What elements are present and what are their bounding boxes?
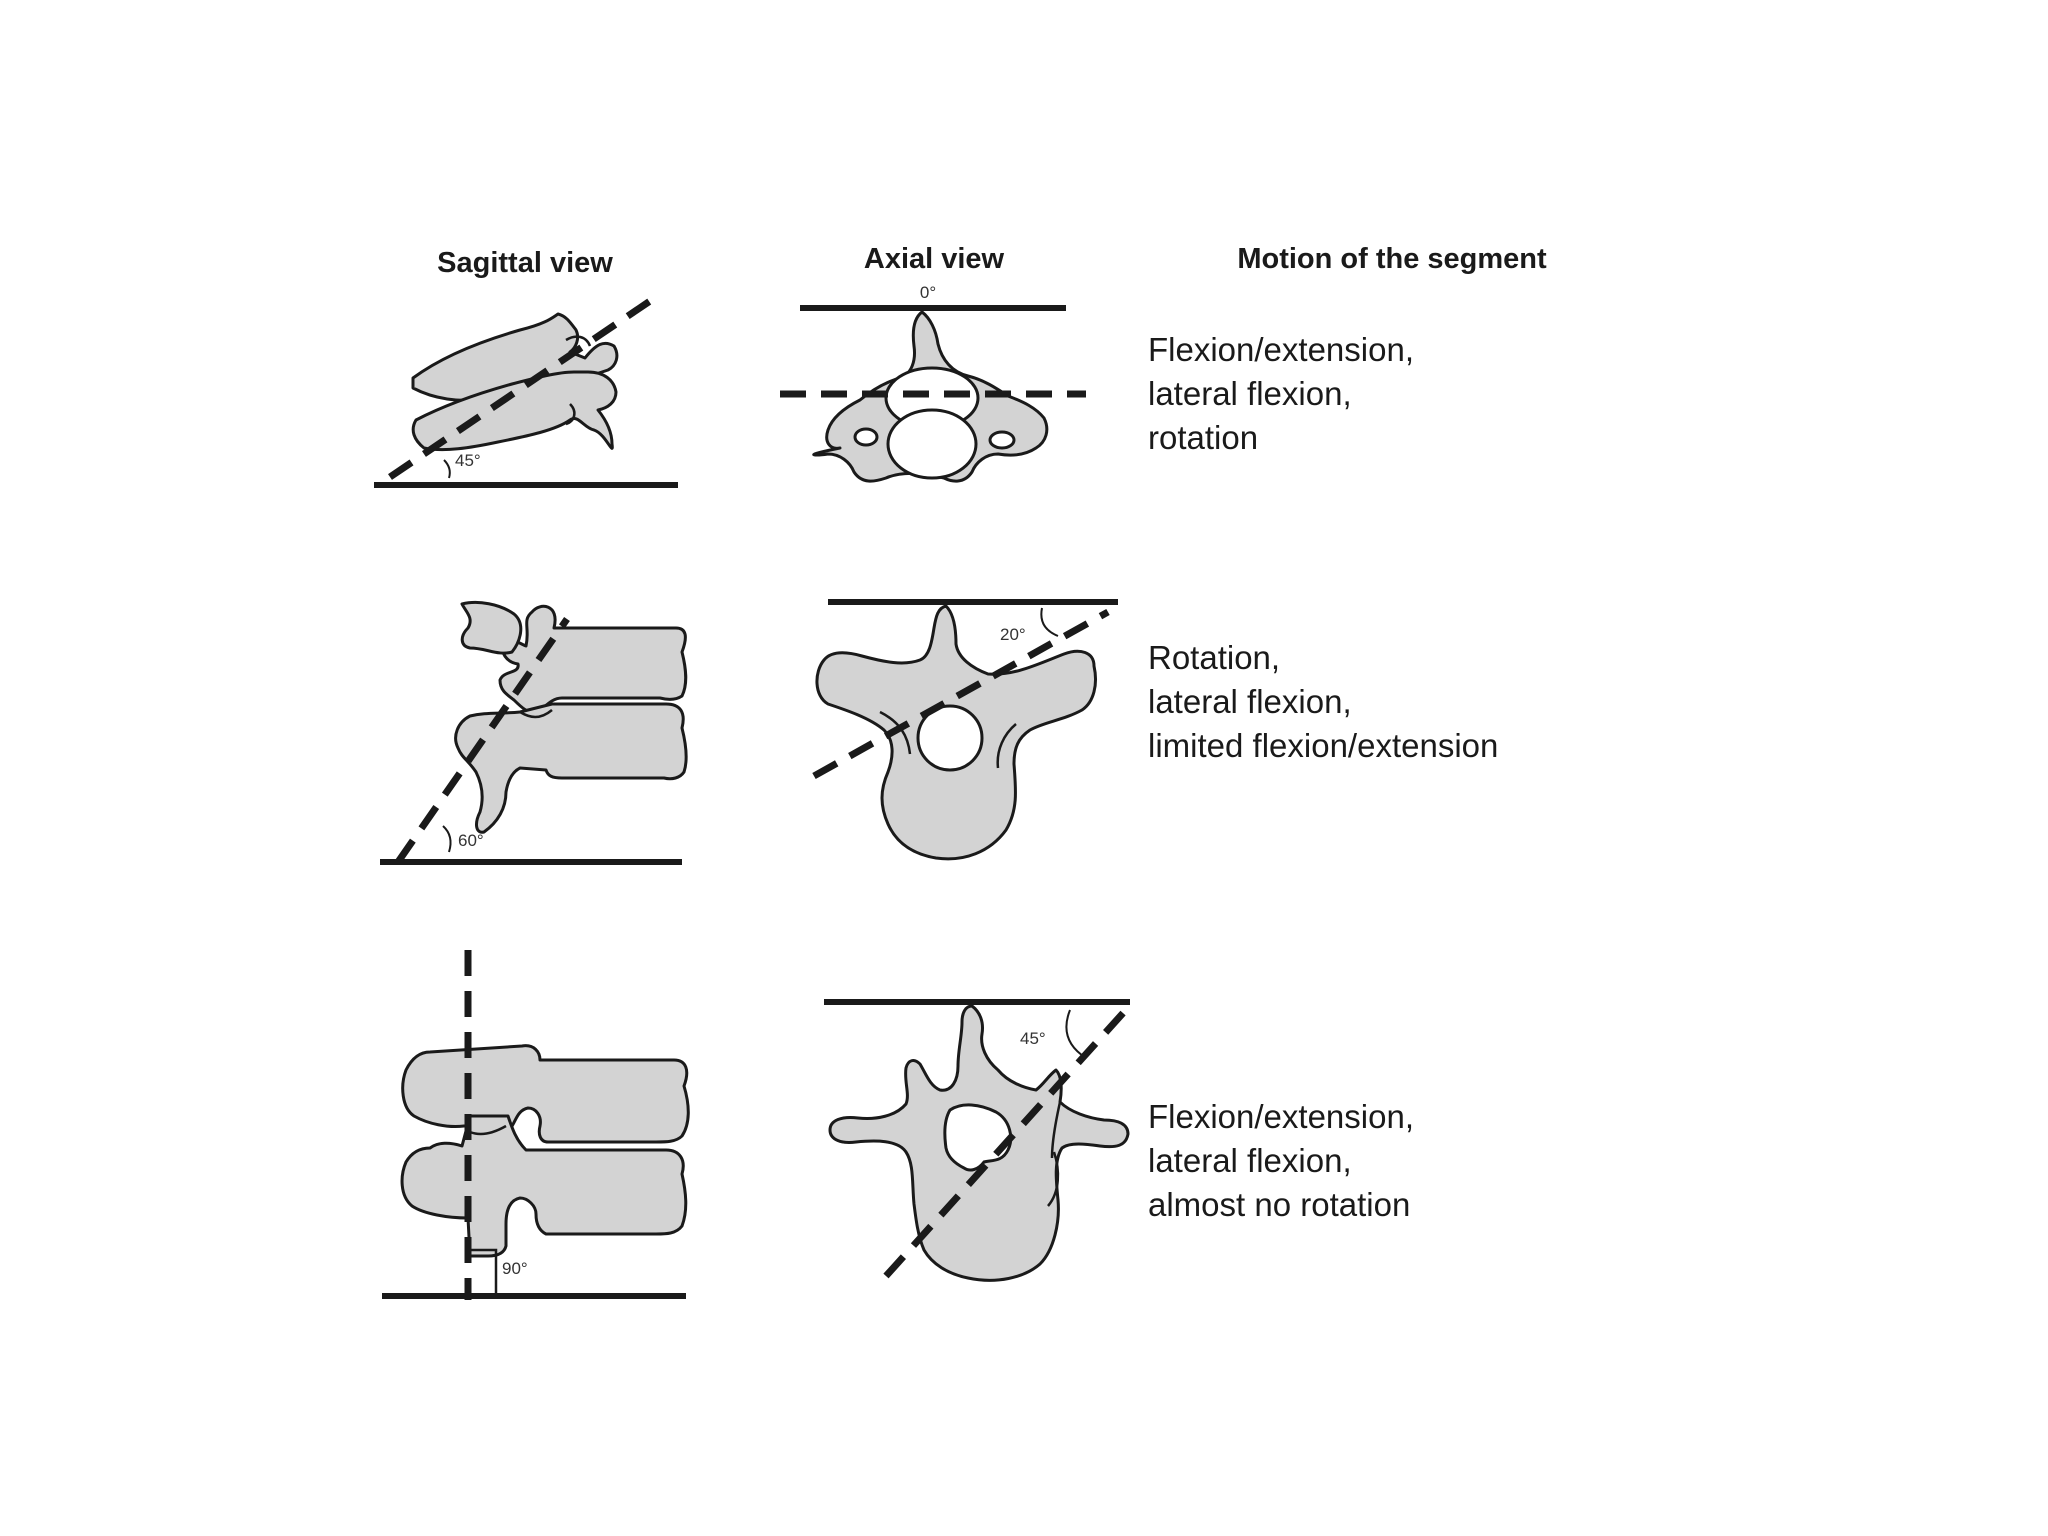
- thoracic-motion-line-3: limited flexion/extension: [1148, 727, 1498, 764]
- thoracic-motion-line-2: lateral flexion,: [1148, 683, 1352, 720]
- sagittal-view-header: Sagittal view: [437, 247, 613, 279]
- lumbar-sagittal-right-angle-mark: [470, 1248, 498, 1294]
- lumbar-motion-line-2: lateral flexion,: [1148, 1142, 1352, 1179]
- cervical-motion-line-2: lateral flexion,: [1148, 375, 1352, 412]
- cervical-vertebral-body: [886, 408, 978, 480]
- thoracic-sagittal-angle-label: 60°: [458, 831, 484, 850]
- cervical-axial-angle-label: 0°: [920, 283, 936, 302]
- lumbar-axial-vertebra: [828, 1004, 1130, 1282]
- cervical-motion-line-3: rotation: [1148, 419, 1258, 456]
- lumbar-motion-line-1: Flexion/extension,: [1148, 1098, 1414, 1135]
- thoracic-sagittal-facet-line: [395, 617, 570, 864]
- motion-header: Motion of the segment: [1237, 243, 1547, 275]
- lumbar-motion-line-3: almost no rotation: [1148, 1186, 1410, 1223]
- cervical-motion-line-1: Flexion/extension,: [1148, 331, 1414, 368]
- thoracic-sagittal-angle-arc: [442, 825, 452, 853]
- row-cervical: 45° 0° Flexion/extension, lateral flexio…: [374, 283, 1414, 488]
- cervical-sagittal-angle-arc: [443, 459, 451, 479]
- cervical-sagittal-angle-label: 45°: [455, 451, 481, 470]
- thoracic-motion-line-1: Rotation,: [1148, 639, 1280, 676]
- thoracic-axial-facet-line: [812, 608, 1110, 780]
- thoracic-axial-angle-label: 20°: [1000, 625, 1026, 644]
- thoracic-spinal-canal: [916, 704, 984, 772]
- lumbar-sagittal-vertebrae: [400, 1044, 690, 1258]
- cervical-left-foramen: [853, 427, 879, 447]
- row-lumbar: 90° 45° Flexion/extension, lateral flexi…: [382, 950, 1414, 1300]
- cervical-sagittal-vertebrae: [411, 312, 619, 452]
- thoracic-sagittal-vertebrae: [454, 600, 688, 834]
- axial-view-header: Axial view: [864, 243, 1005, 275]
- cervical-right-foramen: [988, 430, 1016, 450]
- lumbar-axial-angle-arc: [1065, 1009, 1087, 1059]
- thoracic-axial-angle-arc: [1040, 607, 1059, 637]
- lumbar-spinal-canal: [943, 1103, 1013, 1172]
- lumbar-sagittal-angle-label: 90°: [502, 1259, 528, 1278]
- cervical-axial-vertebra: [812, 310, 1049, 483]
- thoracic-axial-vertebra: [815, 604, 1097, 861]
- row-thoracic: 60° 20° Rotation, lateral flexion, limit…: [380, 599, 1498, 865]
- lumbar-axial-angle-label: 45°: [1020, 1029, 1046, 1048]
- cervical-sagittal-facet-line: [388, 294, 658, 480]
